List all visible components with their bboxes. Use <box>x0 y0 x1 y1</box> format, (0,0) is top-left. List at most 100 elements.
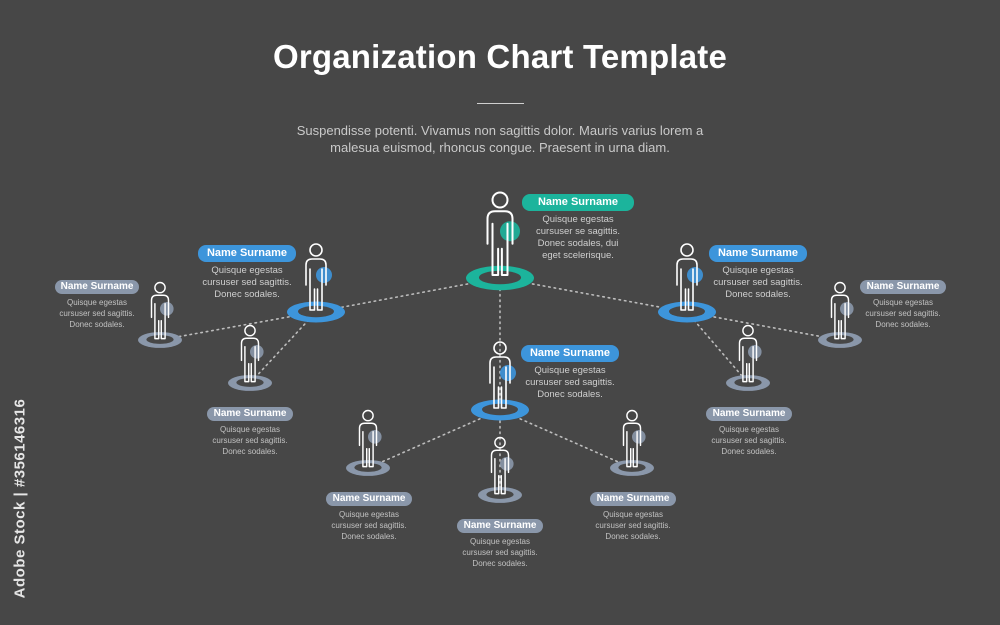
person-head <box>244 324 256 337</box>
connector-line-center-bottom-left <box>367 409 501 469</box>
title-divider <box>477 103 524 104</box>
name-badge-right: Name Surname <box>709 245 807 262</box>
description-right-far: Quisque egestas cursuser sed sagittis. D… <box>865 298 941 329</box>
accent-dot <box>500 457 514 471</box>
person-body <box>358 422 378 468</box>
person-node-left-below <box>228 324 272 391</box>
description-left: Quisque egestas cursuser sed sagittis. D… <box>202 265 292 300</box>
person-head <box>309 243 323 257</box>
person-body <box>305 258 327 311</box>
person-body <box>676 258 698 311</box>
person-icon <box>240 324 264 383</box>
name-badge-right-below: Name Surname <box>706 407 792 421</box>
description-right-below: Quisque egestas cursuser sed sagittis. D… <box>711 425 787 456</box>
person-head <box>680 243 694 257</box>
name-badge-right-far: Name Surname <box>860 280 946 294</box>
accent-dot <box>368 430 382 444</box>
platform-ring-hole <box>236 378 264 387</box>
person-body <box>738 337 758 383</box>
person-body <box>490 449 510 495</box>
connector-line-right-right-far <box>686 311 841 341</box>
connector-line-ceo-right <box>499 277 688 313</box>
person-head <box>834 281 846 294</box>
name-badge-center: Name Surname <box>521 345 619 362</box>
person-node-left <box>287 243 345 323</box>
platform-ring-hole <box>146 335 174 344</box>
platform-ring-hole <box>298 305 334 318</box>
name-badge-left-far: Name Surname <box>55 280 139 294</box>
connector-line-right-right-below <box>686 311 749 384</box>
person-icon <box>738 324 762 383</box>
person-node-bottom-mid <box>478 436 522 503</box>
description-bottom-right: Quisque egestas cursuser sed sagittis. D… <box>595 510 671 541</box>
connector-line-ceo-left <box>315 277 501 313</box>
name-badge-left-below: Name Surname <box>207 407 293 421</box>
person-head <box>742 324 754 337</box>
description-center: Quisque egestas cursuser sed sagittis. D… <box>525 365 615 400</box>
person-icon <box>489 341 516 409</box>
description-bottom-mid: Quisque egestas cursuser sed sagittis. D… <box>462 537 538 568</box>
person-head <box>494 436 506 449</box>
accent-dot <box>500 365 516 381</box>
person-node-bottom-right <box>610 409 654 476</box>
platform-ring-hole <box>734 378 762 387</box>
person-node-left-far <box>138 281 182 348</box>
person-body <box>489 356 511 409</box>
platform-ring-hole <box>618 463 646 472</box>
name-badge-bottom-mid: Name Surname <box>457 519 543 533</box>
person-icon <box>676 243 703 311</box>
person-head <box>154 281 166 294</box>
person-body <box>622 422 642 468</box>
person-head <box>493 341 507 355</box>
person-icon <box>150 281 174 340</box>
platform-ring-hole <box>486 490 514 499</box>
description-ceo: Quisque egestas cursuser se sagittis. Do… <box>536 214 620 261</box>
watermark: Adobe Stock | #356146316 <box>10 390 30 610</box>
person-head <box>491 191 509 209</box>
person-node-right <box>658 243 716 323</box>
description-left-far: Quisque egestas cursuser sed sagittis. D… <box>59 298 135 329</box>
accent-dot <box>687 267 703 283</box>
description-left-below: Quisque egestas cursuser sed sagittis. D… <box>212 425 288 456</box>
person-icon <box>358 409 382 468</box>
accent-dot <box>500 221 520 242</box>
person-node-bottom-left <box>346 409 390 476</box>
name-badge-left: Name Surname <box>198 245 296 262</box>
person-body <box>240 337 260 383</box>
person-body <box>486 210 514 276</box>
watermark-text: Adobe Stock | #356146316 <box>11 398 29 599</box>
person-icon <box>830 281 854 340</box>
person-icon <box>490 436 514 495</box>
connector-line-left-left-below <box>249 311 317 384</box>
person-head <box>362 409 374 422</box>
description-bottom-left: Quisque egestas cursuser sed sagittis. D… <box>331 510 407 541</box>
platform-ring-hole <box>826 335 854 344</box>
accent-dot <box>316 267 332 283</box>
platform-ring-hole <box>669 305 705 318</box>
person-node-center <box>471 341 529 421</box>
person-icon <box>305 243 332 311</box>
accent-dot <box>840 302 854 316</box>
platform-ring-hole <box>478 270 522 285</box>
accent-dot <box>632 430 646 444</box>
person-node-ceo <box>466 191 534 291</box>
platform-ring-hole <box>482 403 518 416</box>
person-node-right-below <box>726 324 770 391</box>
connector-line-center-bottom-right <box>499 409 633 469</box>
connector-line-left-left-far <box>159 311 317 341</box>
person-node-right-far <box>818 281 862 348</box>
person-head <box>626 409 638 422</box>
accent-dot <box>748 345 762 359</box>
page-title: Organization Chart Template <box>272 38 727 75</box>
accent-dot <box>160 302 174 316</box>
person-icon <box>486 191 520 276</box>
person-body <box>150 294 170 340</box>
platform-ring-hole <box>354 463 382 472</box>
intro-text: Suspendisse potenti. Vivamus non sagitti… <box>296 123 704 155</box>
person-body <box>830 294 850 340</box>
accent-dot <box>249 345 264 359</box>
name-badge-bottom-left: Name Surname <box>326 492 412 506</box>
name-badge-ceo: Name Surname <box>522 194 634 211</box>
